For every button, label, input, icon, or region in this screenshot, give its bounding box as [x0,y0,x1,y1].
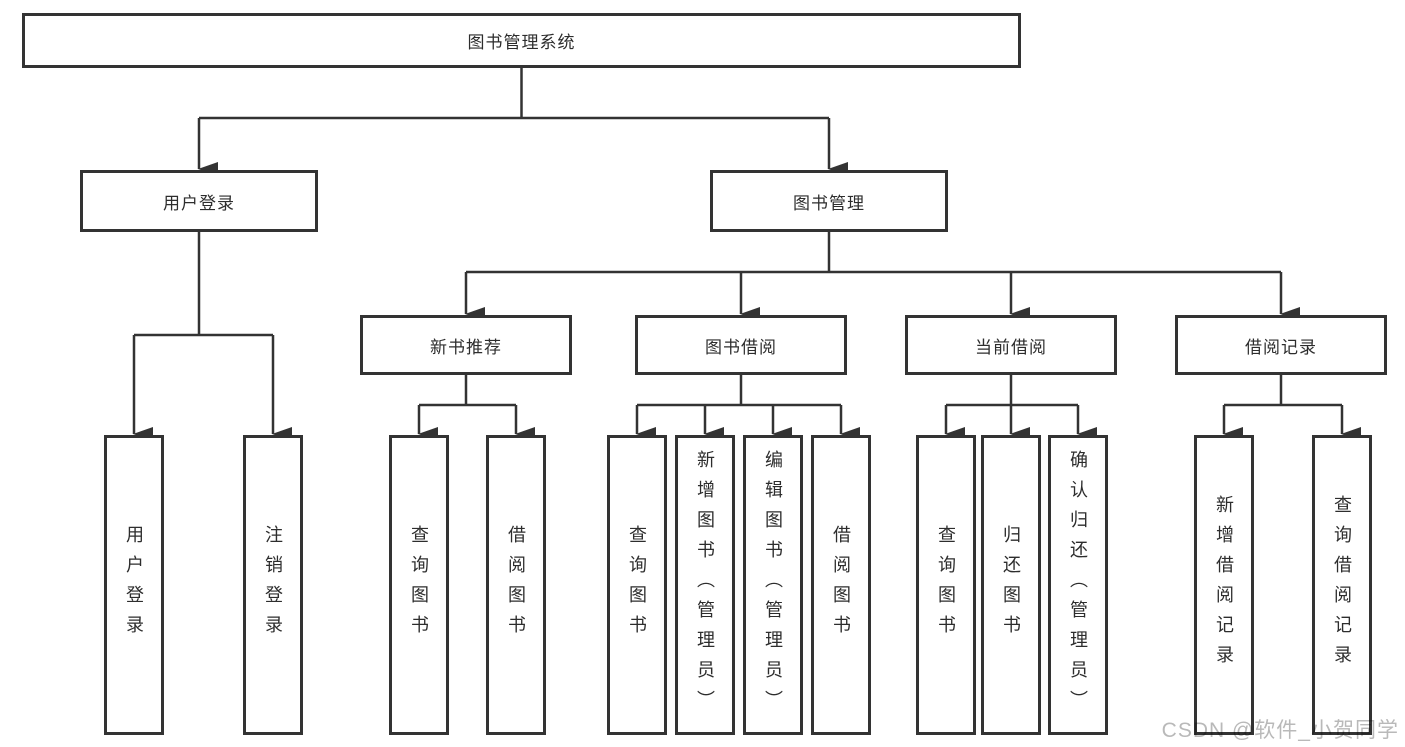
node-label: 查询图书 [627,525,647,645]
node-library-management-system: 图书管理系统 [22,13,1021,68]
connector-current-borrow-to-leaves [944,375,1097,441]
node-label: 查询图书 [936,525,956,645]
node-label: 新书推荐 [430,337,502,357]
node-label: 编辑图书（管理员） [763,450,783,720]
node-label: 借阅图书 [831,525,851,645]
node-label: 图书管理系统 [467,33,576,52]
leaf-query-books-current: 查询图书 [916,435,976,735]
csdn-watermark: CSDN @软件_小贺同学 [1161,719,1399,742]
leaf-add-books-admin: 新增图书（管理员） [675,435,735,735]
leaf-query-borrow-record: 查询借阅记录 [1312,435,1372,735]
node-label: 图书借阅 [705,337,777,357]
leaf-user-login: 用户登录 [104,435,164,735]
connector-user-login-to-leaves [132,232,292,441]
node-label: 归还图书 [1001,525,1021,645]
leaf-borrow-books: 借阅图书 [811,435,871,735]
node-label: 借阅图书 [506,525,526,645]
leaf-query-books-newbook: 查询图书 [389,435,449,735]
connector-book-borrow-to-leaves [635,375,860,441]
leaf-edit-books-admin: 编辑图书（管理员） [743,435,803,735]
node-label: 查询图书 [409,525,429,645]
node-label: 当前借阅 [975,337,1047,357]
node-label: 新增借阅记录 [1214,495,1234,675]
node-book-management-branch: 图书管理 [710,170,948,232]
leaf-query-books-borrow: 查询图书 [607,435,667,735]
node-borrow-records: 借阅记录 [1175,315,1387,375]
connector-new-book-to-leaves [417,375,535,441]
node-label: 图书管理 [793,193,865,213]
leaf-confirm-return-admin: 确认归还（管理员） [1048,435,1108,735]
leaf-borrow-books-newbook: 借阅图书 [486,435,546,735]
node-label: 查询借阅记录 [1332,495,1352,675]
node-label: 用户登录 [124,525,144,645]
node-label: 新增图书（管理员） [695,450,715,720]
node-new-book-recommend: 新书推荐 [360,315,572,375]
connector-book-management-to-level3 [464,232,1300,321]
node-label: 借阅记录 [1245,337,1317,357]
node-label: 注销登录 [263,525,283,645]
node-label: 确认归还（管理员） [1068,450,1088,720]
connector-borrow-records-to-leaves [1222,375,1361,441]
node-label: 用户登录 [163,193,235,213]
node-book-borrow: 图书借阅 [635,315,847,375]
connector-root-to-level2 [197,68,848,176]
node-current-borrow: 当前借阅 [905,315,1117,375]
leaf-return-books: 归还图书 [981,435,1041,735]
leaf-add-borrow-record: 新增借阅记录 [1194,435,1254,735]
node-user-login-branch: 用户登录 [80,170,318,232]
leaf-logout: 注销登录 [243,435,303,735]
